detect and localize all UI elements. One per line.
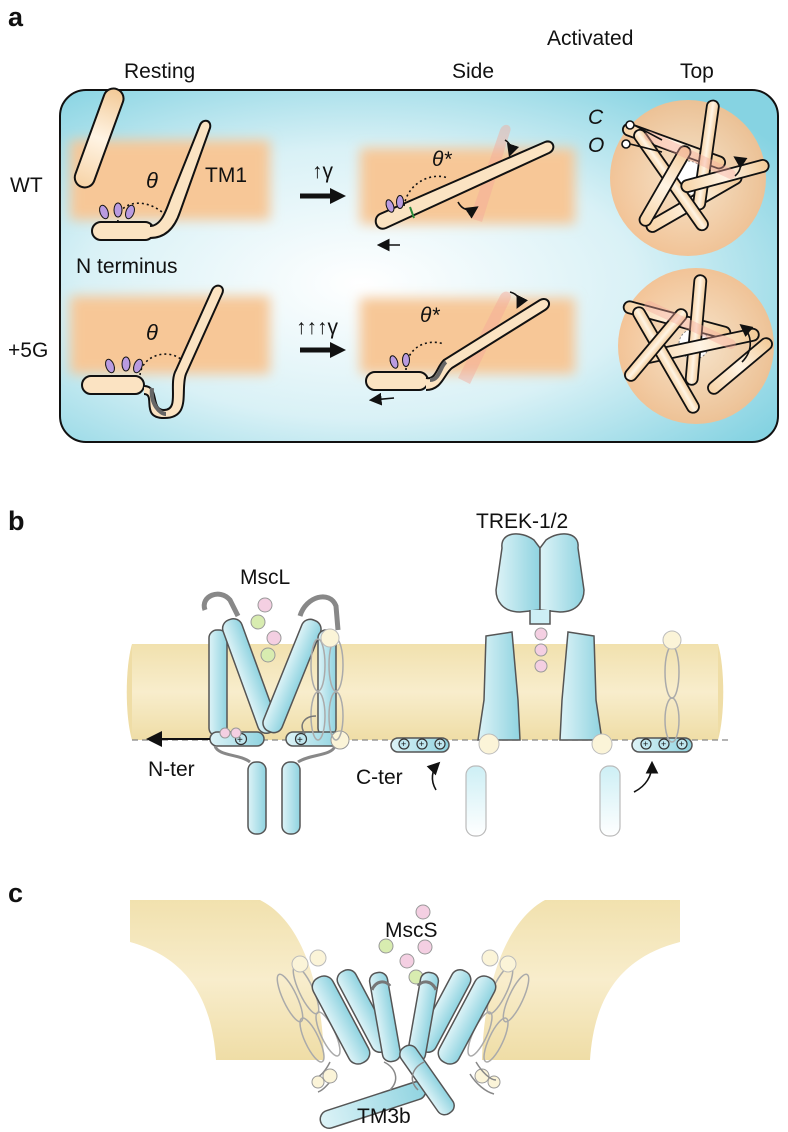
ions-mscl: [250, 597, 282, 663]
arrow-wt-head: [330, 188, 346, 204]
svg-text:+: +: [419, 739, 424, 749]
svg-text:+: +: [437, 739, 442, 749]
theta-5g: θ: [146, 320, 158, 345]
row-label-wt: WT: [10, 174, 43, 197]
gamma-5g: ↑↑↑γ: [296, 316, 339, 339]
svg-text:+: +: [679, 739, 684, 749]
row-label-5g: +5G: [8, 339, 48, 362]
panel-letter-b: b: [8, 506, 25, 536]
header-resting: Resting: [124, 60, 195, 83]
label-mscl: MscL: [240, 566, 290, 589]
label-n-terminus: N terminus: [76, 255, 178, 278]
wt-side-helix: [374, 124, 555, 252]
label-tm3b: TM3b: [357, 1105, 411, 1128]
header-top: Top: [680, 60, 714, 83]
gamma-wt: ↑γ: [312, 160, 334, 183]
header-side: Side: [452, 60, 494, 83]
theta-wt: θ: [146, 168, 158, 193]
svg-text:+: +: [237, 735, 243, 746]
5g-top-view: [618, 268, 774, 424]
membrane-c-left: [130, 900, 324, 1060]
label-trek: TREK-1/2: [476, 510, 568, 533]
label-mscs: MscS: [385, 919, 438, 942]
mscs-left: [276, 949, 427, 1129]
trek-protein: + + + + + +: [390, 533, 693, 837]
wt-top-view: [610, 99, 770, 256]
label-n-ter: N-ter: [148, 758, 195, 781]
panel-c: c MscS: [8, 878, 680, 1129]
theta-star-wt: θ*: [432, 148, 452, 171]
wt-resting-helix: [73, 87, 212, 241]
svg-text:+: +: [401, 739, 406, 749]
label-c: C: [588, 106, 604, 129]
membrane-b: [132, 644, 718, 740]
svg-text:+: +: [643, 739, 648, 749]
mscs-right: [399, 949, 530, 1116]
panel-letter-a: a: [8, 2, 24, 32]
5g-side-helix: [365, 291, 551, 406]
label-o: O: [588, 134, 604, 157]
label-tm1: TM1: [205, 164, 247, 187]
theta-star-5g: θ*: [420, 304, 440, 327]
svg-text:+: +: [297, 735, 303, 746]
panel-b: b MscL TREK-1/2 + +: [8, 506, 730, 837]
membrane-c-right: [482, 900, 680, 1060]
panel-letter-c: c: [8, 878, 23, 908]
svg-text:+: +: [661, 739, 666, 749]
mscl-protein: + +: [201, 591, 350, 835]
arrow-5g-head: [330, 342, 346, 358]
panel-a: a Activated Resting Side Top WT +5G θ: [8, 2, 779, 443]
5g-resting-helix: [81, 284, 224, 420]
ions-mscs: [378, 904, 433, 985]
label-c-ter: C-ter: [356, 766, 403, 789]
header-activated: Activated: [547, 27, 633, 50]
